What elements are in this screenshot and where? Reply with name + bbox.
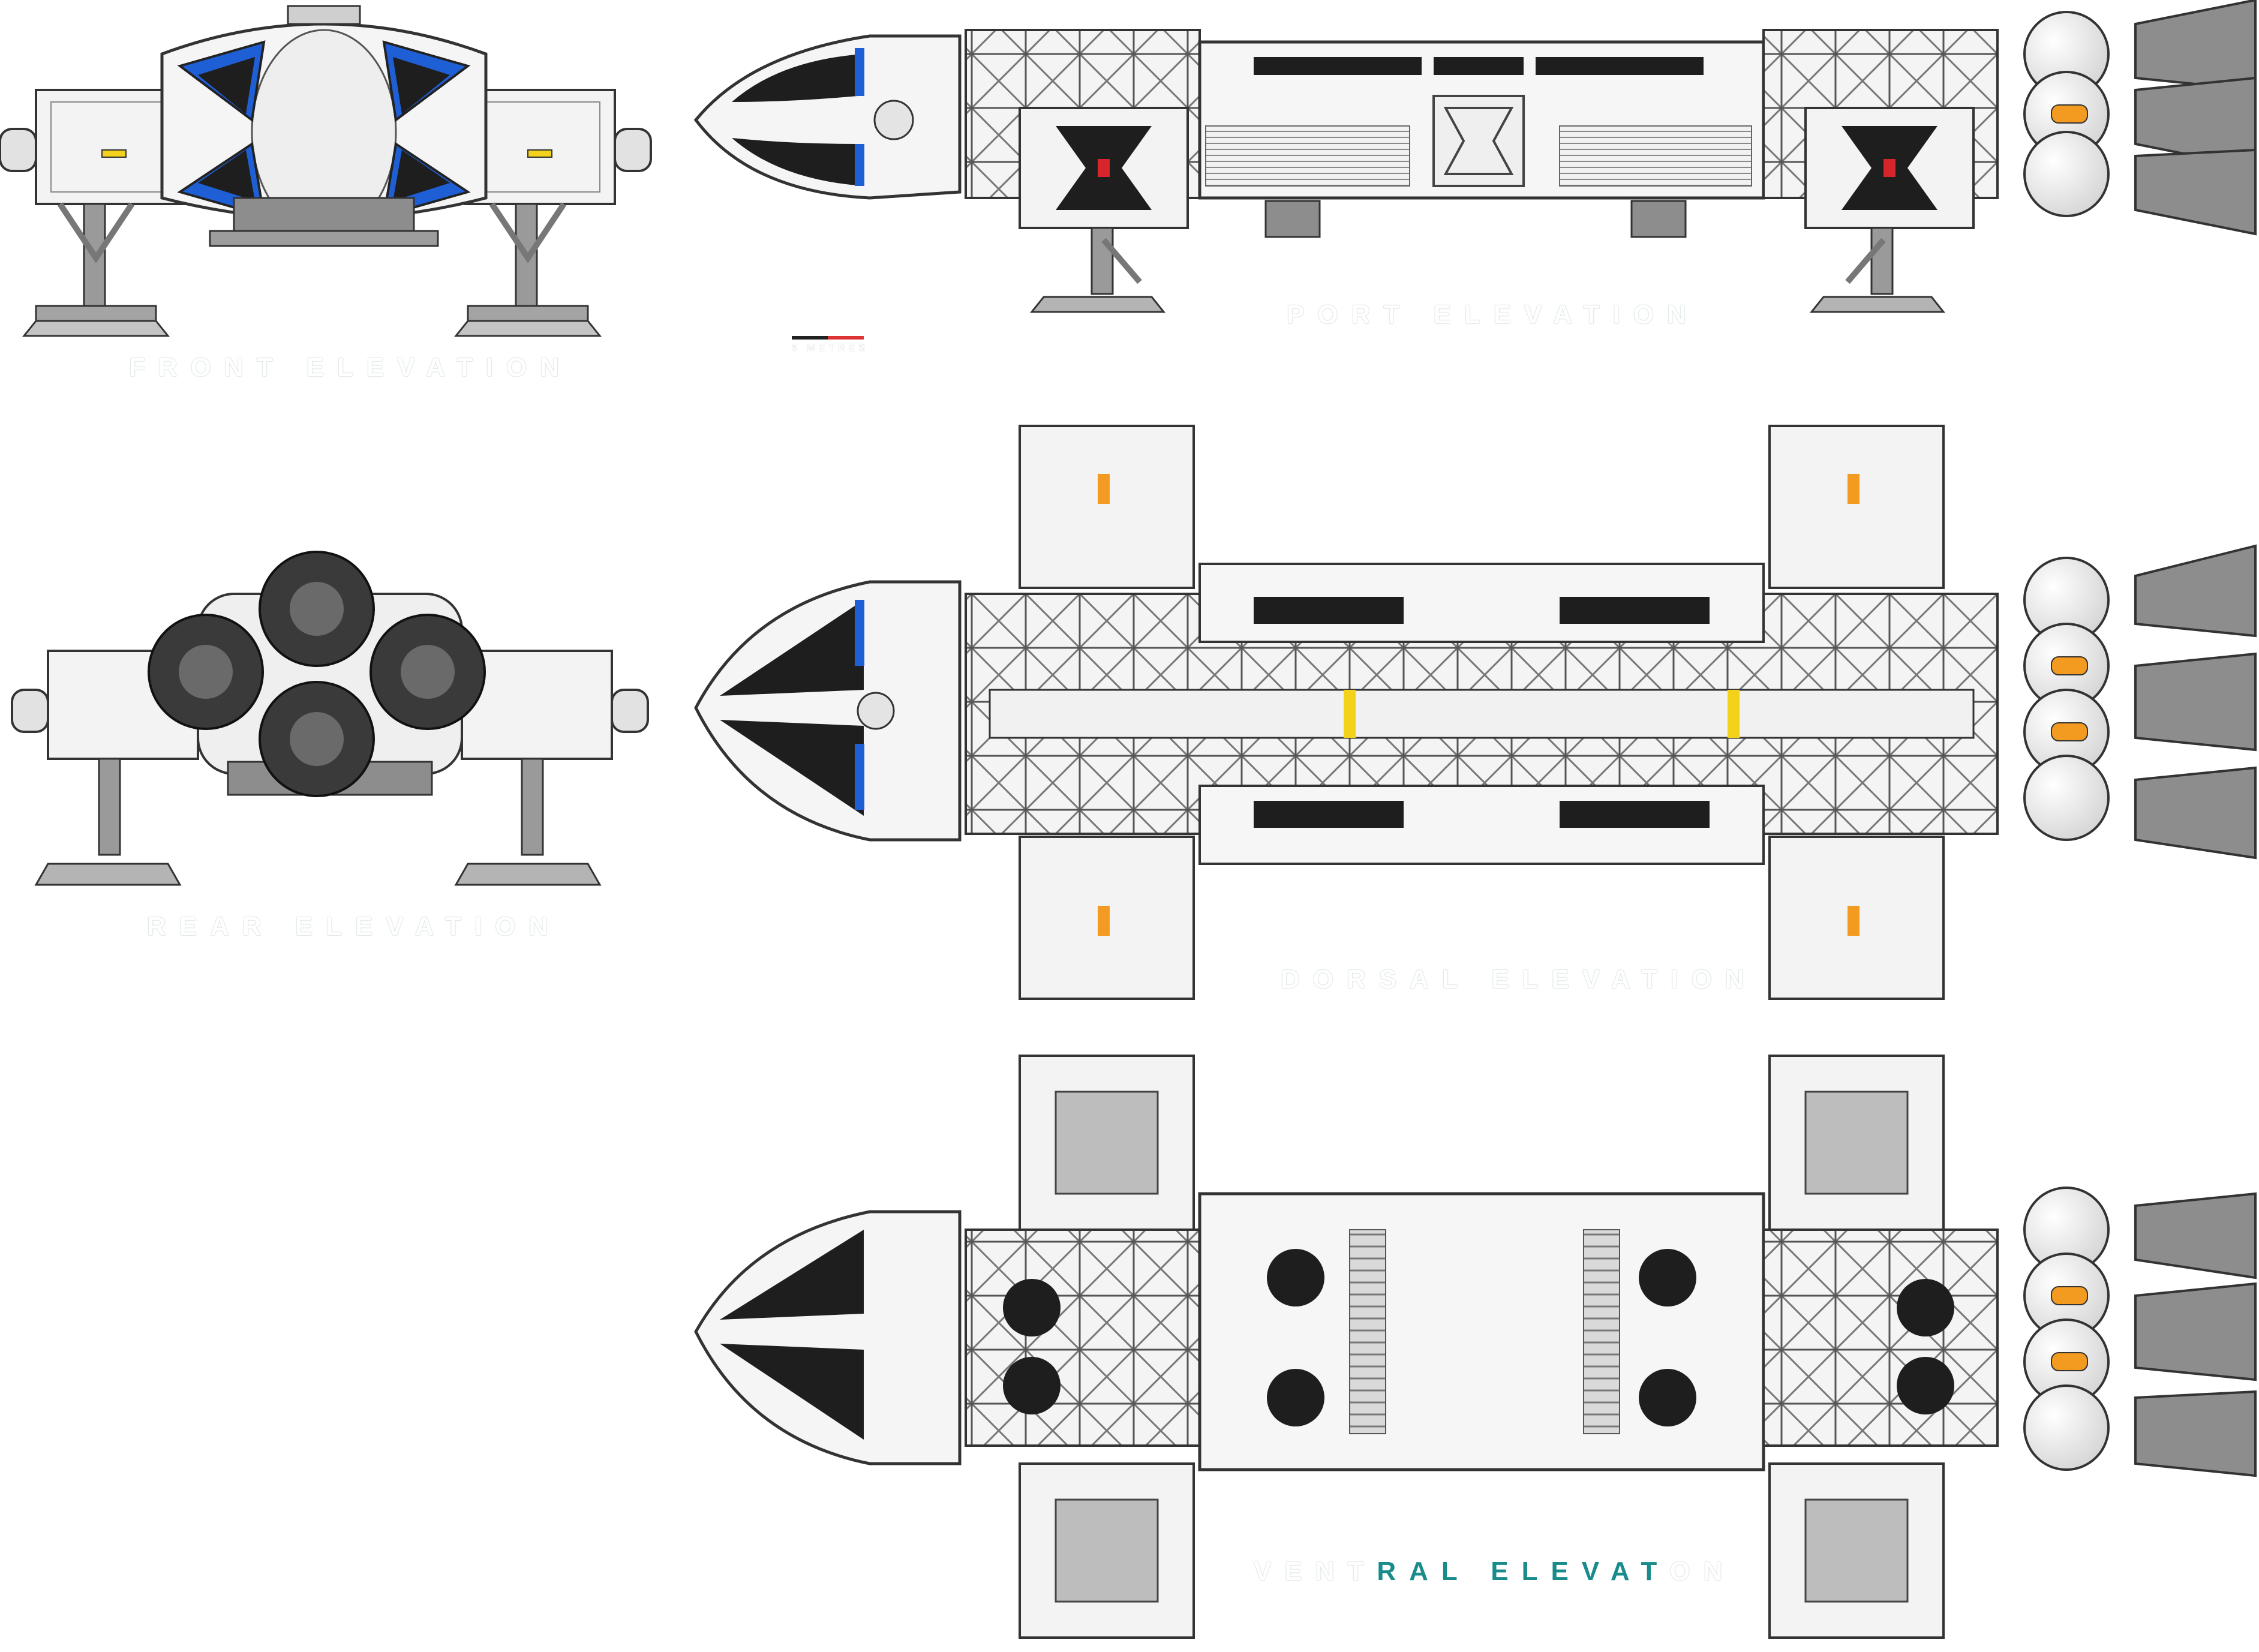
port-fwd-leg — [1029, 227, 1166, 313]
front-right-pod — [464, 89, 616, 205]
ventral-landing-pads — [1003, 1249, 1954, 1426]
ventral-caption-part-a: VENT — [1254, 1557, 1377, 1586]
ventral-elevation — [694, 1055, 2257, 1639]
ventral-caption-part-b: RAL ELEVAT — [1377, 1557, 1670, 1586]
port-aft-leg — [1809, 227, 1946, 313]
port-elevation — [693, 0, 2257, 313]
dorsal-engine-cluster — [2023, 544, 2257, 860]
front-left-leg — [22, 202, 170, 337]
rear-elevation-caption: REAR ELEVATION — [147, 912, 561, 941]
dorsal-elevation-caption: DORSAL ELEVATION — [1281, 965, 1758, 994]
scale-label: 5 METRES — [792, 343, 869, 353]
scale-bar-graphic — [792, 336, 864, 340]
dorsal-service-modules — [1019, 425, 1945, 1000]
port-fwd-service-module — [1019, 107, 1189, 229]
port-elevation-caption: PORT ELEVATION — [1287, 300, 1699, 329]
front-right-leg — [453, 202, 602, 337]
front-elevation-caption: FRONT ELEVATION — [129, 353, 573, 382]
port-aft-service-module — [1804, 107, 1975, 229]
front-elevation — [0, 5, 652, 337]
ventral-service-modules — [1019, 1055, 1945, 1639]
ventral-engine-cluster — [2023, 1187, 2257, 1477]
rear-engine-bells — [148, 551, 486, 797]
rear-elevation — [11, 551, 649, 886]
scale-bar: 5 METRES — [792, 336, 865, 354]
ventral-elevation-caption: VENTRAL ELEVATON — [1254, 1557, 1735, 1587]
dorsal-elevation — [694, 425, 2257, 1000]
ventral-caption-part-c: ON — [1669, 1557, 1736, 1586]
port-engine-cluster — [2023, 0, 2257, 236]
